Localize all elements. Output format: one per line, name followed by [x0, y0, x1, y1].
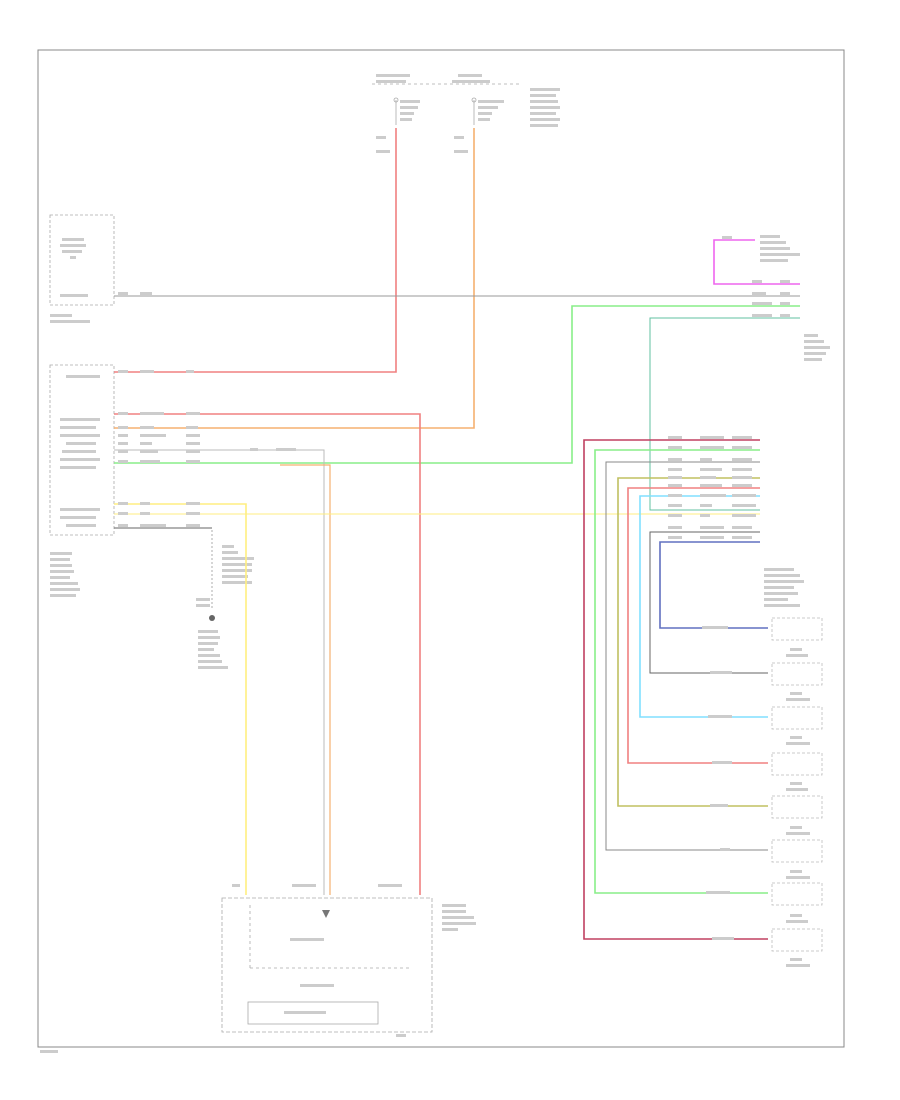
speaker-2 — [771, 662, 823, 686]
wire-olive-speaker — [617, 477, 768, 807]
wire-label-placeholders — [118, 236, 790, 940]
speakers — [771, 617, 823, 952]
wire-gray-speaker — [605, 461, 768, 851]
speaker-1 — [771, 617, 823, 641]
fuse-labels-placeholder — [376, 74, 560, 153]
wire-bluegreen-radio-amp — [649, 317, 800, 511]
wire-gray-bcm-bottom — [114, 449, 325, 895]
diagram-border — [37, 49, 845, 1048]
speaker-7 — [771, 882, 823, 906]
body-control-module — [49, 364, 115, 597]
wire-orange-fuse-bcm — [114, 128, 475, 429]
wire-green-speaker — [594, 449, 768, 894]
instrument-panel-cluster — [49, 214, 115, 323]
wire-yellow-bcm-bottom — [114, 503, 247, 895]
wires — [114, 128, 800, 940]
page-number-placeholder — [40, 1050, 58, 1053]
wire-black-speaker — [649, 531, 768, 674]
speaker-5 — [771, 795, 823, 819]
bottom-module — [221, 884, 476, 1037]
speaker-label-placeholders — [786, 648, 810, 967]
speaker-4 — [771, 752, 823, 776]
fuse-block — [372, 83, 520, 125]
wire-darkred-speaker — [583, 439, 768, 940]
wire-pink-radio — [713, 239, 800, 285]
wire-green-bcm-radio — [114, 305, 800, 464]
speaker-8 — [771, 928, 823, 952]
ground-symbol — [196, 530, 254, 669]
speaker-6 — [771, 839, 823, 863]
wire-red-bcm-bottom — [114, 413, 421, 895]
wire-red-fuse-bcm — [114, 128, 397, 373]
wire-orange-bcm-bottom — [280, 464, 331, 895]
speaker-3 — [771, 706, 823, 730]
wire-navy-speaker — [659, 541, 768, 629]
radio-label-placeholder — [760, 235, 830, 607]
wire-red-speaker — [627, 487, 768, 764]
